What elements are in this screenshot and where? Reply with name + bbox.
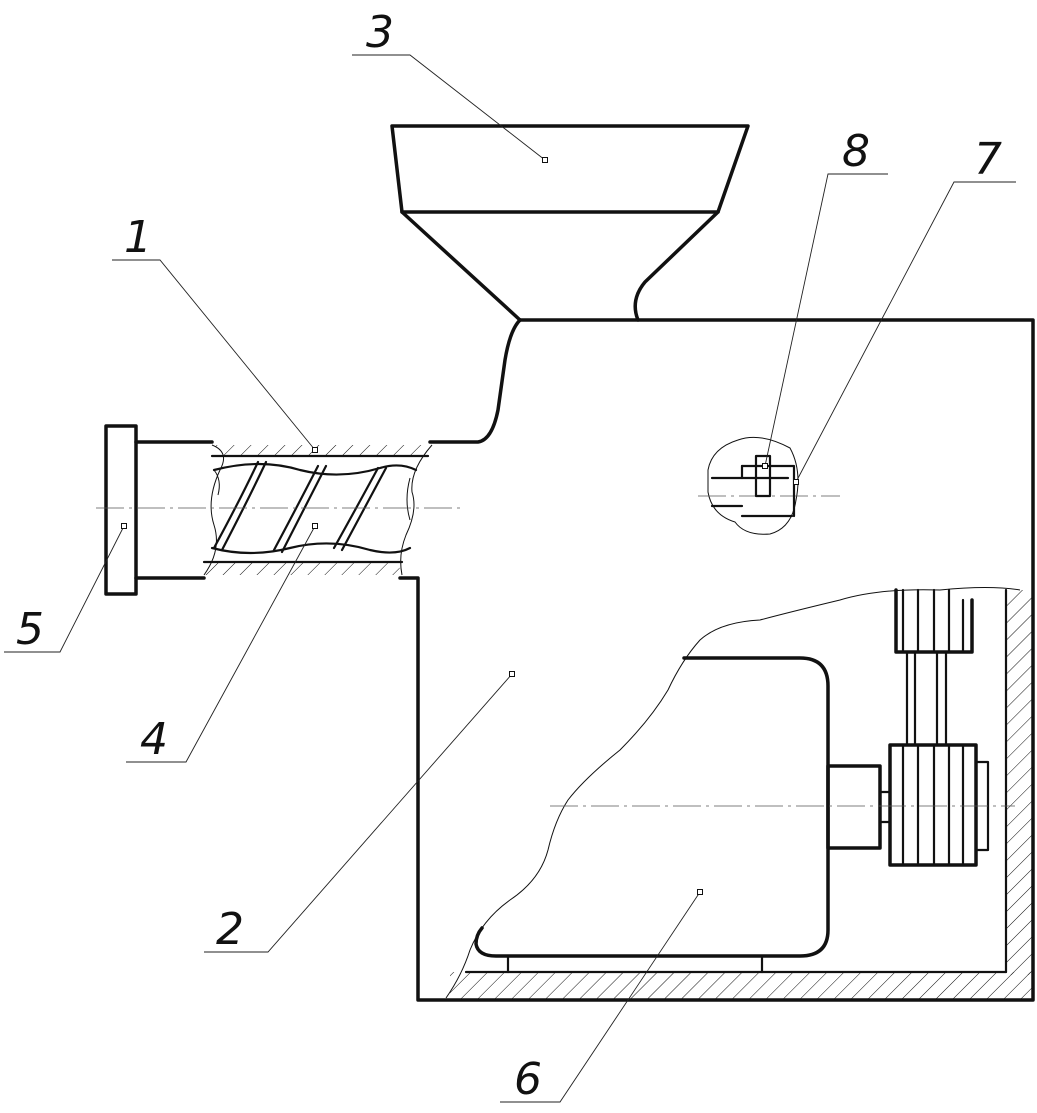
end-flange xyxy=(104,424,138,596)
barrel-assembly xyxy=(96,424,460,596)
callout-2: 2 xyxy=(216,904,244,955)
callout-7: 7 xyxy=(974,134,1002,185)
callout-8: 8 xyxy=(842,126,870,177)
callout-labels: 3 1 5 4 2 6 8 7 xyxy=(16,7,1002,1105)
hopper xyxy=(390,124,750,322)
callout-6: 6 xyxy=(514,1054,542,1105)
callout-1: 1 xyxy=(124,212,152,263)
shaft-coupling-detail xyxy=(698,436,840,535)
barrel-wall-bottom xyxy=(204,562,402,575)
callout-points xyxy=(121,157,799,895)
leader-lines xyxy=(4,54,1016,1103)
motor-compartment xyxy=(445,587,1033,1000)
callout-5: 5 xyxy=(16,604,44,655)
auger-screw xyxy=(210,460,418,555)
barrel-wall-top xyxy=(214,445,430,456)
callout-4: 4 xyxy=(140,714,168,765)
callout-3: 3 xyxy=(366,7,394,58)
upper-pulley xyxy=(894,588,974,654)
motor-shaft xyxy=(826,764,882,850)
lower-pulley xyxy=(888,743,990,867)
drive-belts xyxy=(905,650,948,747)
electric-motor xyxy=(474,656,830,958)
